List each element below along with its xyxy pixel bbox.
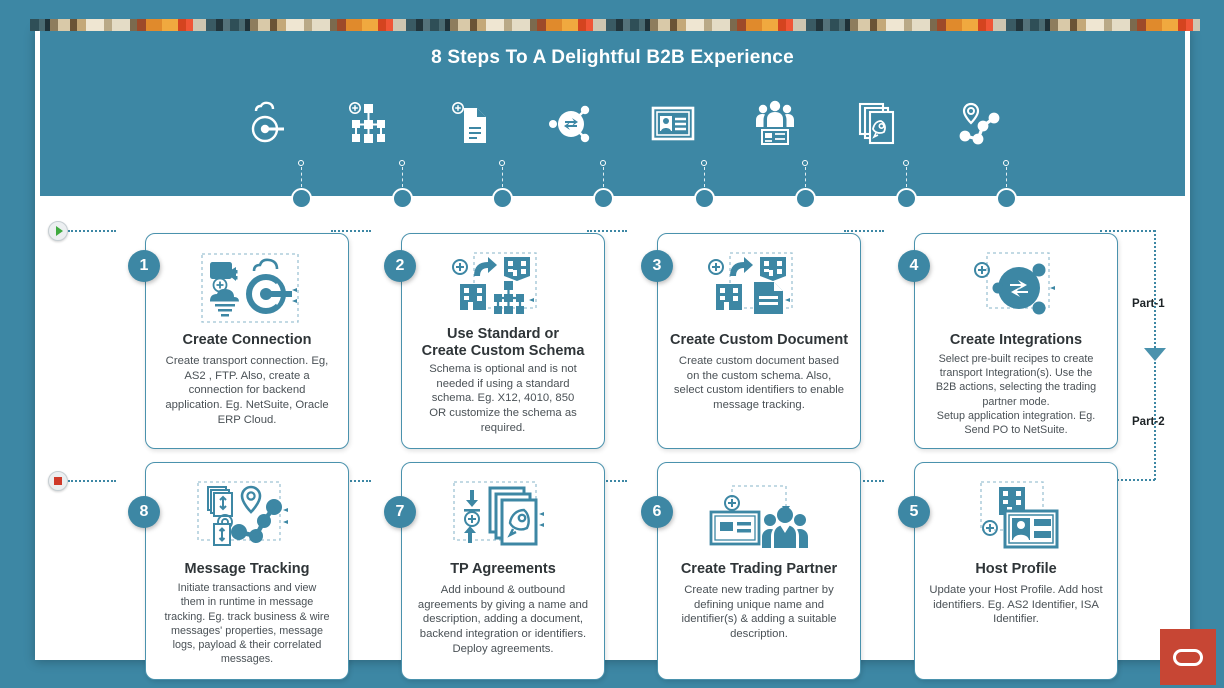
agreements-rocket-icon [402,477,604,561]
part-two-label: Part-2 [1132,416,1165,428]
part-divider-arrow-icon [1144,348,1166,361]
timeline-dot-7 [903,160,909,166]
timeline-dot-3 [499,160,505,166]
step-badge-3[interactable]: 3 [641,250,673,282]
timeline-stem-8 [1006,167,1007,187]
step-badge-8[interactable]: 8 [128,496,160,528]
header-host-profile-card-icon [642,99,704,147]
document-plus-icon [658,248,860,332]
card-description: Schema is optional and is not needed if … [429,363,577,434]
cloud-connection-icon [146,248,348,332]
header-band: 8 Steps To A Delightful B2B Experience [40,31,1185,209]
step-card-create-integrations[interactable]: Create Integrations Select pre-built rec… [914,233,1118,449]
header-document-plus-icon [438,99,500,147]
header-schema-nodes-icon [337,99,399,147]
step-card-trading-partner[interactable]: Create Trading Partner Create new tradin… [657,462,861,680]
header-trading-partner-group-icon [744,99,806,147]
connector-8-to-end [68,480,116,482]
schema-nodes-icon [402,248,604,332]
timeline-dot-5 [701,160,707,166]
card-title: Create Connection [182,332,312,348]
step-card-message-tracking[interactable]: Message Tracking Initiate transactions a… [145,462,349,680]
card-description: Create new trading partner by defining u… [681,584,837,641]
card-title: Create Custom Document [669,332,849,348]
oracle-logo [1160,629,1216,685]
connector-6-to-7 [587,480,627,482]
connector-2-to-3 [587,230,627,232]
step-badge-5[interactable]: 5 [898,496,930,528]
step-badge-6[interactable]: 6 [641,496,673,528]
step-badge-7[interactable]: 7 [384,496,416,528]
timeline-dot-8 [1003,160,1009,166]
card-title: Create Integrations [949,332,1083,348]
step-card-custom-document[interactable]: Create Custom Document Create custom doc… [657,233,861,449]
timeline-stem-4 [603,167,604,187]
step-badge-2[interactable]: 2 [384,250,416,282]
timeline-dot-4 [600,160,606,166]
timeline-stem-5 [704,167,705,187]
start-marker [48,221,68,241]
card-title: Host Profile [975,561,1057,577]
timeline-node-4 [593,188,614,209]
card-description: Update your Host Profile. Add host ident… [929,584,1103,626]
step-badge-4[interactable]: 4 [898,250,930,282]
timeline-node-6 [795,188,816,209]
timeline-stem-7 [906,167,907,187]
timeline-node-8 [996,188,1017,209]
timeline-node-1 [291,188,312,209]
timeline-stem-3 [502,167,503,187]
page-card: 8 Steps To A Delightful B2B Experience [35,28,1190,680]
card-description: Create transport connection. Eg, AS2 , F… [165,355,329,426]
timeline-axis [301,198,1005,200]
header-agreements-rocket-icon [846,99,908,147]
host-profile-card-icon [915,477,1117,561]
connector-start-to-1 [68,230,116,232]
page-title: 8 Steps To A Delightful B2B Experience [431,47,794,68]
header-cloud-connection-icon [235,99,297,147]
connector-4-to-part [1100,230,1155,232]
card-title: TP Agreements [450,561,556,577]
end-marker [48,471,68,491]
step-card-custom-schema[interactable]: Use Standard or Create Custom Schema Sch… [401,233,605,449]
step-badge-1[interactable]: 1 [128,250,160,282]
decorative-texture-strip [30,19,1200,31]
integration-network-icon [915,248,1117,332]
step-card-create-connection[interactable]: Create Connection Create transport conne… [145,233,349,449]
timeline-stem-1 [301,167,302,187]
connector-3-to-4 [844,230,884,232]
timeline-dot-2 [399,160,405,166]
timeline-node-2 [392,188,413,209]
card-description: Add inbound & outbound agreements by giv… [417,584,589,655]
part-one-label: Part-1 [1132,298,1165,310]
stop-end-icon [54,477,62,485]
card-description: Select pre-built recipes to create trans… [935,353,1097,437]
step-card-host-profile[interactable]: Host Profile Update your Host Profile. A… [914,462,1118,680]
connector-1-to-2 [331,230,371,232]
step-card-tp-agreements[interactable]: TP Agreements Add inbound & outbound agr… [401,462,605,680]
timeline-stem-6 [805,167,806,187]
message-tracking-icon [146,477,348,561]
timeline-dot-6 [802,160,808,166]
timeline-node-5 [694,188,715,209]
timeline-dot-1 [298,160,304,166]
play-start-icon [55,226,63,236]
connector-7-to-8 [331,480,371,482]
card-description: Create custom document based on the cust… [673,355,845,412]
timeline-node-7 [896,188,917,209]
timeline-stem-2 [402,167,403,187]
trading-partner-group-icon [658,477,860,561]
connector-part-to-5 [1100,479,1155,481]
timeline-node-3 [492,188,513,209]
card-title: Message Tracking [184,561,310,577]
oracle-ring-icon [1173,648,1203,666]
card-title: Create Trading Partner [680,561,838,577]
card-title: Use Standard or Create Custom Schema [421,326,585,359]
card-description: Initiate transactions and view them in r… [164,582,330,666]
header-integration-network-icon [540,99,602,147]
connector-5-to-6 [844,480,884,482]
header-message-tracking-icon [948,99,1010,147]
